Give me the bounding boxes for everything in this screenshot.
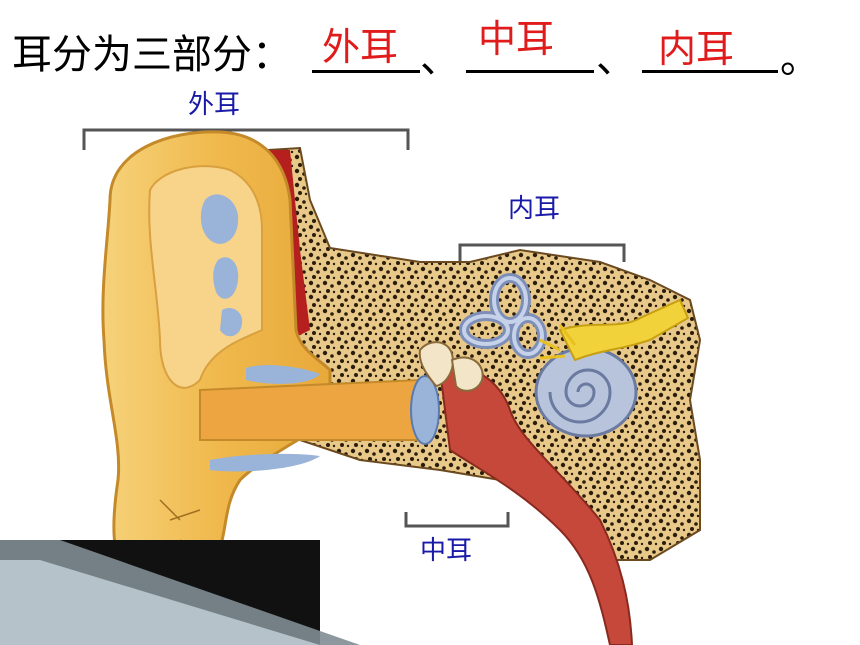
eardrum: [410, 375, 440, 445]
decorative-corner: [0, 540, 360, 645]
period: 。: [780, 36, 820, 82]
label-middle-ear: 中耳: [420, 536, 473, 566]
ossicles: [418, 341, 454, 388]
blank-1: [312, 70, 420, 73]
middle-ear-cavity: [438, 366, 634, 645]
blank-3: [642, 70, 778, 73]
answer-middle-ear: 中耳: [478, 17, 555, 61]
cartilage-1: [200, 194, 239, 244]
cartilage-3: [220, 307, 243, 337]
label-inner-ear: 内耳: [508, 194, 561, 224]
cartilage-5: [210, 453, 320, 472]
answer-outer-ear: 外耳: [322, 25, 399, 69]
cartilage-2: [213, 257, 239, 299]
bracket-inner-ear: [458, 243, 626, 262]
nerve-fibers: [539, 324, 577, 360]
cartilage-4: [246, 365, 320, 384]
bracket-middle-ear: [404, 512, 510, 528]
ossicle-incus: [450, 356, 484, 392]
cochlea: [534, 346, 638, 438]
blank-2: [466, 70, 594, 73]
temporal-bone: [266, 146, 702, 561]
label-outer-ear: 外耳: [188, 90, 241, 120]
ear-canal: [199, 378, 432, 441]
auditory-nerve: [558, 298, 690, 362]
bracket-outer-ear: [82, 128, 410, 150]
answer-inner-ear: 内耳: [658, 27, 735, 71]
separator-2: 、: [596, 36, 636, 82]
question-prefix: 耳分为三部分：: [12, 32, 292, 78]
separator-1: 、: [420, 36, 460, 82]
